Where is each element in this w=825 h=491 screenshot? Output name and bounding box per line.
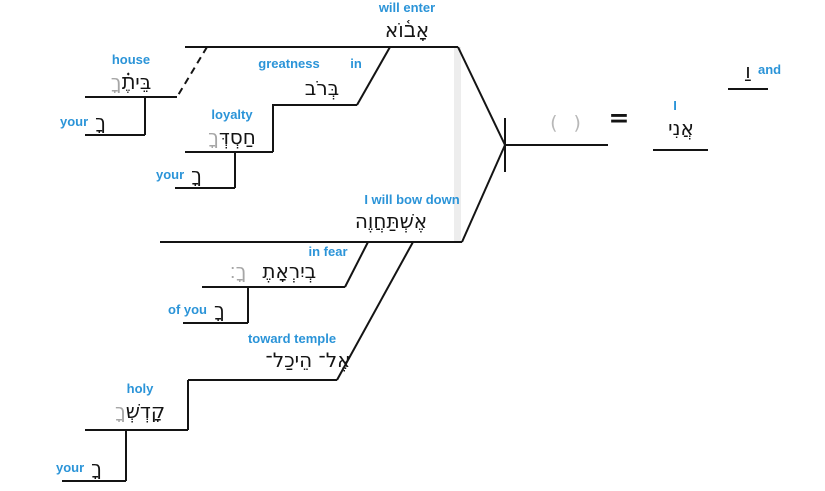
loyalty-your-gloss: your bbox=[156, 167, 185, 182]
verb-bow-down-gloss-node: I will bow down bbox=[344, 193, 480, 207]
loyalty-suffix-hebrew: ךָ bbox=[208, 125, 219, 149]
in-fear-node[interactable]: בְיִרְאָתֶ ךָ׃ bbox=[210, 256, 336, 286]
elided-subject-placeholder[interactable]: ( ) bbox=[550, 112, 586, 134]
loyalty-your-hebrew: ךָ bbox=[191, 163, 202, 187]
conjunction-hebrew: וַ bbox=[745, 59, 751, 83]
in-hebrew: בְּ bbox=[327, 76, 340, 100]
loyalty-your-node[interactable]: your ךָ bbox=[156, 159, 202, 188]
conjunction-gloss: and bbox=[758, 62, 782, 77]
greatness-gloss-node: greatness bbox=[246, 57, 332, 71]
house-your-gloss: your bbox=[60, 114, 89, 129]
greatness-gloss: greatness bbox=[258, 56, 320, 71]
clause1-converge-diagonal bbox=[457, 46, 506, 146]
in-fear-diagonal bbox=[344, 241, 369, 288]
adj-holy-node[interactable]: holy קָדְשְׁךָ bbox=[94, 382, 186, 426]
verb-will-enter-node[interactable]: will enter אָב֫וֹא bbox=[337, 1, 477, 45]
verb-bow-down-node[interactable]: אֶשְׁתַּחֲוֶה bbox=[330, 206, 452, 236]
greatness-in-hebrew: בְּרֹב bbox=[268, 73, 360, 103]
pronoun-i-gloss: I bbox=[673, 98, 677, 113]
loyalty-hebrew: חַסְדְּךָ bbox=[208, 125, 256, 149]
clause2-converge-diagonal bbox=[461, 144, 506, 243]
highlight-bar bbox=[454, 47, 461, 243]
of-you-hebrew: ךָ bbox=[214, 298, 225, 322]
holy-hebrew: קָדְשְׁךָ bbox=[114, 399, 166, 423]
conjunction-gloss-node: and bbox=[758, 63, 804, 77]
holy-your-node[interactable]: your ךָ bbox=[56, 452, 102, 481]
bow-down-hebrew: אֶשְׁתַּחֲוֶה bbox=[354, 209, 428, 233]
fear-suffix-hebrew: ךָ׃ bbox=[229, 259, 247, 283]
will-enter-gloss: will enter bbox=[378, 0, 436, 15]
house-gloss: house bbox=[111, 52, 151, 67]
fear-hebrew: יִרְאָתֶ bbox=[262, 259, 305, 283]
holy-your-hebrew: ךָ bbox=[91, 456, 102, 480]
in-gloss-node: in bbox=[338, 57, 374, 71]
fear-prep-hebrew: בְ bbox=[304, 259, 317, 283]
toward-temple-gloss-node: toward temple bbox=[230, 332, 354, 346]
pronoun-i-gloss-node: I bbox=[655, 99, 695, 113]
greatness-in-node[interactable]: בְּרֹב bbox=[268, 73, 360, 103]
house-dashed-connector bbox=[176, 46, 208, 98]
noun-loyalty-node[interactable]: loyalty חַסְדְּךָ bbox=[188, 108, 276, 152]
in-fear-gloss-node: in fear bbox=[286, 245, 370, 259]
house-your-hebrew: ךָ bbox=[95, 110, 106, 134]
toward-temple-gloss: toward temple bbox=[247, 331, 337, 346]
house-your-node[interactable]: your ךָ bbox=[60, 106, 106, 135]
will-enter-hebrew: אָב֫וֹא bbox=[384, 18, 430, 42]
conjunction-node[interactable]: וַ bbox=[726, 56, 770, 86]
in-fear-hebrew: בְיִרְאָתֶ ךָ׃ bbox=[210, 256, 336, 286]
house-hebrew: בֵּיתֶ֗ךָ bbox=[110, 70, 152, 94]
toward-temple-diagonal bbox=[336, 241, 414, 381]
in-gloss: in bbox=[350, 56, 362, 71]
loyalty-gloss: loyalty bbox=[211, 107, 253, 122]
toward-temple-node[interactable]: אֶל־ הֵיכַל־ bbox=[246, 345, 370, 375]
bow-down-gloss: I will bow down bbox=[364, 192, 460, 207]
pronoun-i-hebrew: אֲנִי bbox=[668, 116, 694, 140]
of-you-gloss: of you bbox=[168, 302, 207, 317]
of-you-node[interactable]: of you ךָ bbox=[168, 294, 225, 323]
in-fear-gloss: in fear bbox=[308, 244, 348, 259]
greatness-hebrew: רֹב bbox=[304, 76, 328, 100]
holy-your-gloss: your bbox=[56, 460, 85, 475]
equals-sign: = bbox=[608, 103, 630, 132]
noun-house-node[interactable]: house בֵּיתֶ֗ךָ bbox=[86, 53, 176, 97]
house-suffix-hebrew: ךָ bbox=[110, 70, 122, 94]
greatness-diagonal bbox=[356, 46, 391, 106]
holy-gloss: holy bbox=[126, 381, 154, 396]
pronoun-i-node[interactable]: אֲנִי bbox=[650, 113, 712, 143]
holy-suffix-hebrew: ךָ bbox=[114, 399, 126, 423]
toward-temple-hebrew: אֶל־ הֵיכַל־ bbox=[265, 348, 351, 372]
